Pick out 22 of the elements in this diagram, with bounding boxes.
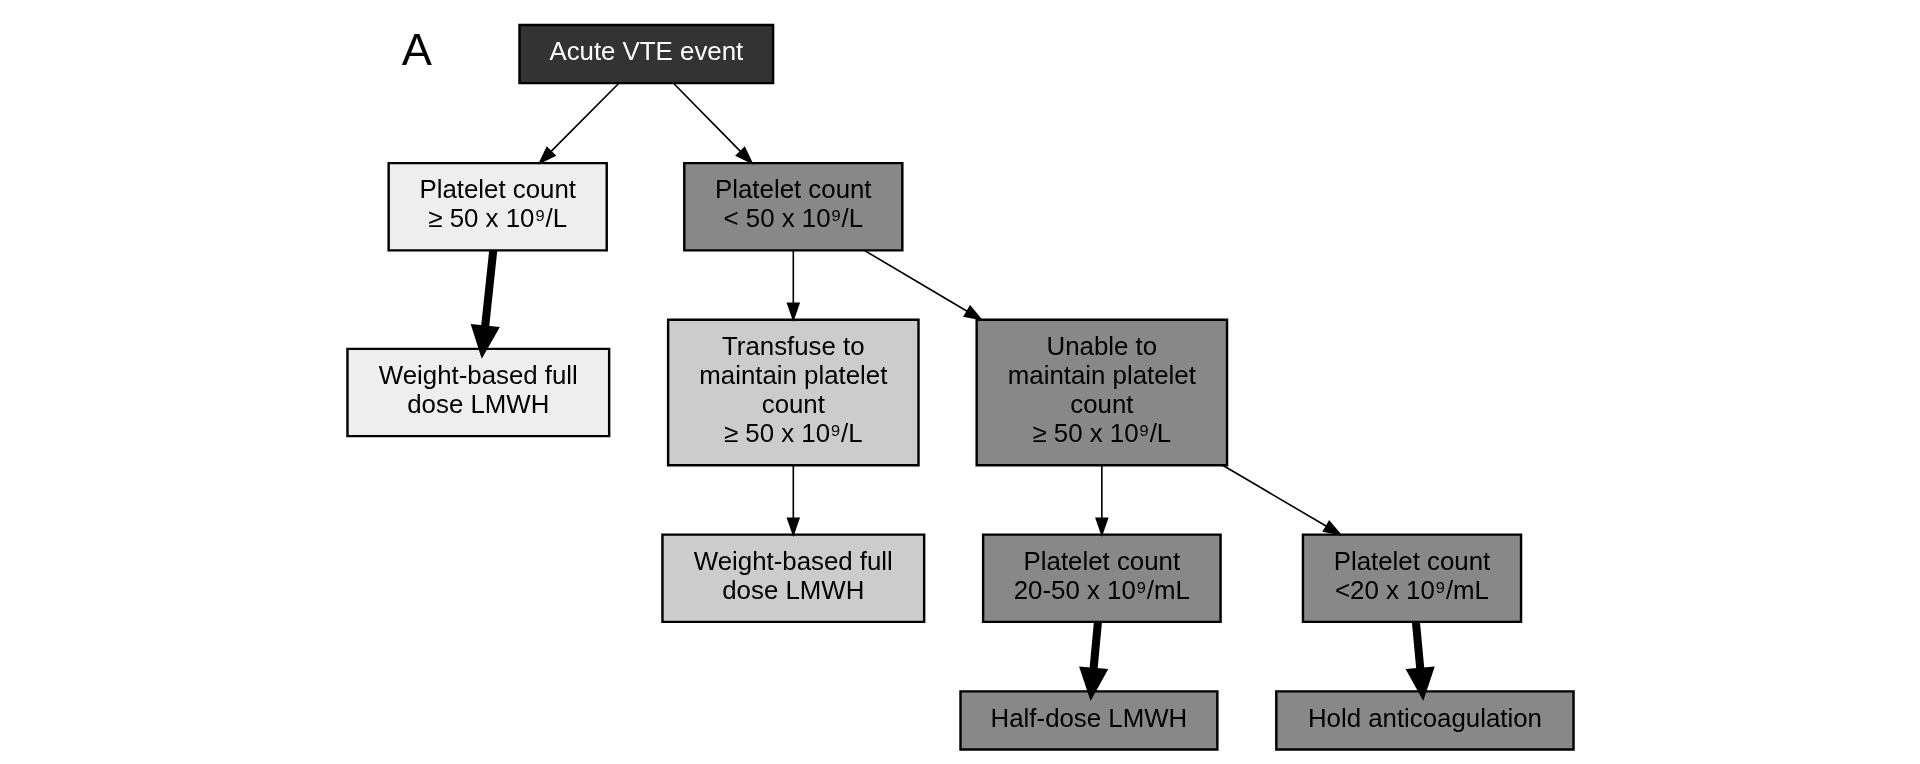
arrow [786,249,800,322]
node-box: Hold anticoagulation [1274,690,1575,751]
node-box: Weight-based full dose LMWH [345,347,610,438]
arrow [863,249,983,321]
arrow [1405,621,1435,702]
node-box: Platelet count ≥ 50 x 10⁹/L [386,161,608,252]
node-box: Platelet count 20-50 x 10⁹/mL [981,533,1222,624]
arrow [1221,464,1342,536]
node-box: Half-dose LMWH [958,690,1219,751]
label: A [401,24,432,76]
node-box: Acute VTE event [517,23,774,85]
node-box: Unable to maintain platelet count ≥ 50 x 10⁹/L [974,318,1228,467]
arrow [470,250,500,359]
node-box: Platelet count <20 x 10⁹/mL [1301,533,1522,624]
arrow [786,464,800,537]
arrow [537,83,619,165]
node-box: Transfuse to maintain platelet count ≥ 50 x 10⁹/L [666,318,920,467]
arrow [1094,464,1109,537]
arrow [672,83,754,165]
node-box: Weight-based full dose LMWH [660,533,925,624]
arrow [1078,621,1108,702]
node-box: Platelet count < 50 x 10⁹/L [682,161,904,252]
